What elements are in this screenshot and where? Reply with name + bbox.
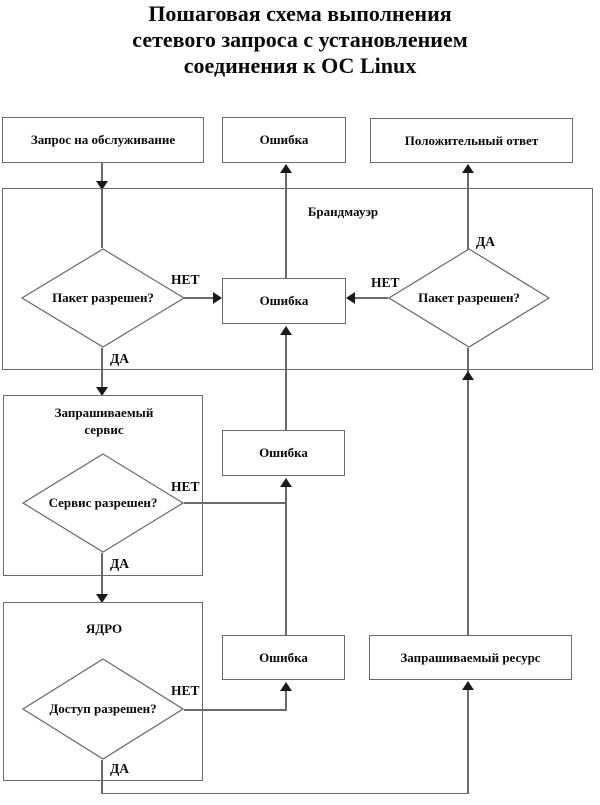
service-container: Запрашиваемый сервис	[3, 395, 203, 576]
edge-kernel-yes-vertical	[101, 760, 103, 794]
node-error-top: Ошибка	[222, 117, 346, 163]
edge-label-firewall-left-yes: ДА	[110, 351, 130, 366]
edge-resource-to-right-decision	[467, 348, 469, 635]
diamond-shape	[388, 248, 550, 348]
decision-firewall-left-label: Пакет разрешен?	[52, 290, 154, 305]
arrowhead-into-kernel-error	[280, 682, 292, 691]
edge-label-firewall-left-no: НЕТ	[171, 272, 200, 287]
edge-kernel-yes-horizontal	[101, 792, 469, 794]
edge-label-service-no: НЕТ	[171, 479, 200, 494]
edge-label-service-yes: ДА	[110, 556, 130, 571]
edge-firewall-yes-to-service	[101, 348, 103, 388]
edge-right-no-horizontal	[353, 297, 388, 299]
firewall-label: Брандмауэр	[307, 204, 379, 219]
edge-kernel-no-horizontal	[184, 709, 287, 711]
node-error-top-label: Ошибка	[259, 132, 309, 147]
decision-firewall-right: Пакет разрешен?	[388, 248, 550, 348]
arrowhead-into-service	[96, 387, 108, 396]
edge-firewall-error-to-top-error	[285, 169, 287, 278]
edge-service-yes-to-kernel	[101, 553, 103, 595]
node-service-error: Ошибка	[222, 430, 345, 476]
edge-request-to-firewall	[101, 163, 103, 248]
decision-service-label: Сервис разрешен?	[48, 495, 158, 510]
edge-label-kernel-no: НЕТ	[171, 683, 200, 698]
arrowhead-into-resource	[462, 681, 474, 690]
edge-service-no-horizontal	[184, 502, 287, 504]
diamond-shape	[22, 658, 184, 760]
edge-right-decision-to-positive	[467, 172, 469, 250]
edge-left-no-horizontal	[184, 297, 214, 299]
decision-firewall-right-label: Пакет разрешен?	[418, 290, 520, 305]
node-positive-answer: Положительный ответ	[370, 118, 573, 163]
node-positive-answer-label: Положительный ответ	[404, 132, 539, 148]
arrowhead-into-kernel	[96, 594, 108, 603]
arrowhead-into-top-error	[280, 164, 292, 173]
edge-label-firewall-right-no: НЕТ	[371, 275, 400, 290]
edge-label-kernel-yes: ДА	[110, 761, 130, 776]
node-kernel-error-label: Ошибка	[259, 649, 308, 665]
edge-service-error-to-firewall-error	[285, 333, 287, 430]
decision-service: Сервис разрешен?	[22, 453, 184, 553]
node-kernel-error: Ошибка	[222, 635, 345, 680]
firewall-container: Брандмауэр	[2, 188, 593, 370]
arrowhead-into-firewall-error-right	[346, 292, 355, 304]
edge-label-firewall-right-yes: ДА	[476, 234, 496, 249]
edge-kernel-error-to-service-error	[285, 484, 287, 635]
decision-kernel-label: Доступ разрешен?	[49, 701, 157, 716]
arrowhead-into-firewall-bottom	[462, 371, 474, 380]
arrowhead-into-firewall-error-left	[213, 292, 222, 304]
edge-kernel-no-vertical	[285, 689, 287, 710]
diamond-shape	[21, 248, 185, 348]
kernel-label: ЯДРО	[85, 621, 123, 636]
decision-kernel: Доступ разрешен?	[22, 658, 184, 760]
arrowhead-into-firewall-error-bottom	[280, 326, 292, 335]
node-request-label: Запрос на обслуживание	[30, 132, 176, 147]
node-service-error-label: Ошибка	[259, 445, 308, 460]
diamond-shape	[22, 453, 184, 553]
kernel-container: ЯДРО	[3, 602, 203, 781]
node-request: Запрос на обслуживание	[2, 117, 204, 163]
diagram-title: Пошаговая схема выполнения сетевого запр…	[132, 1, 468, 78]
edge-bottom-to-resource	[467, 688, 469, 794]
decision-firewall-left: Пакет разрешен?	[21, 248, 185, 348]
arrowhead-into-firewall	[96, 181, 108, 190]
arrowhead-into-service-error	[280, 478, 292, 487]
arrowhead-into-positive-answer	[462, 164, 474, 173]
node-firewall-error-label: Ошибка	[259, 293, 309, 308]
node-firewall-error: Ошибка	[222, 278, 346, 324]
node-resource: Запрашиваемый ресурс	[369, 635, 572, 680]
node-resource-label: Запрашиваемый ресурс	[400, 649, 541, 665]
service-label: Запрашиваемый сервис	[54, 405, 154, 437]
